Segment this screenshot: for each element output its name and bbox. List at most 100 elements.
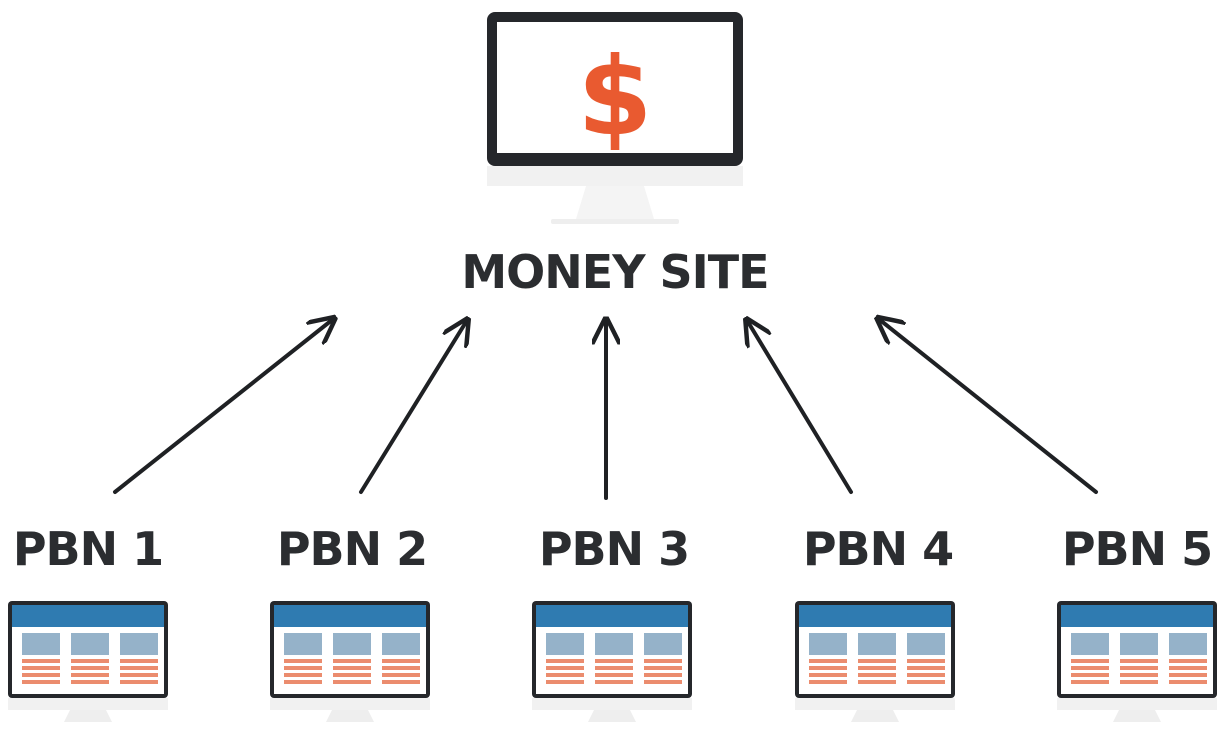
website-monitor-icon <box>8 601 168 722</box>
pbn-site-text-line <box>1169 659 1207 663</box>
pbn-site-image-block <box>333 633 371 655</box>
pbn-monitors <box>8 601 1217 722</box>
dollar-icon: $ <box>577 35 652 160</box>
pbn-site-text-line <box>858 673 896 677</box>
pbn-label-3: PBN 3 <box>539 522 689 576</box>
pbn-label-2: PBN 2 <box>277 522 427 576</box>
pbn-site-text-line <box>595 659 633 663</box>
pbn-site-header <box>536 605 688 627</box>
pbn-site-image-block <box>22 633 60 655</box>
pbn-site-text-line <box>809 680 847 684</box>
pbn-site-text-line <box>382 666 420 670</box>
pbn-site-text-line <box>22 680 60 684</box>
pbn-label-4: PBN 4 <box>803 522 953 576</box>
pbn-monitor-stand <box>851 710 899 722</box>
pbn-site-text-line <box>1169 666 1207 670</box>
pbn-site-text-line <box>809 666 847 670</box>
pbn-site-text-line <box>120 666 158 670</box>
pbn-monitor-chin <box>1057 698 1217 710</box>
pbn-site-text-line <box>907 673 945 677</box>
pbn-site-text-line <box>644 659 682 663</box>
pbn-site-text-line <box>333 673 371 677</box>
arrow-up-icon <box>748 322 853 494</box>
pbn-site-image-block <box>858 633 896 655</box>
pbn-site-image-block <box>809 633 847 655</box>
pbn-site-text-line <box>22 659 60 663</box>
pbn-site-text-line <box>546 666 584 670</box>
pbn-site-text-line <box>644 666 682 670</box>
pbn-monitor-chin <box>8 698 168 710</box>
money-site-label: MONEY SITE <box>461 245 768 299</box>
pbn-site-header <box>12 605 164 627</box>
money-site-monitor-icon: $ <box>487 12 743 224</box>
pbn-site-image-block <box>71 633 109 655</box>
pbn-site-image-block <box>120 633 158 655</box>
pbn-site-text-line <box>71 680 109 684</box>
pbn-label-1: PBN 1 <box>13 522 163 576</box>
pbn-site-text-line <box>907 659 945 663</box>
pbn-site-text-line <box>595 666 633 670</box>
pbn-site-text-line <box>1071 666 1109 670</box>
pbn-monitor-stand <box>64 710 112 722</box>
pbn-site-text-line <box>120 673 158 677</box>
pbn-site-header <box>1061 605 1213 627</box>
pbn-site-text-line <box>907 666 945 670</box>
pbn-site-text-line <box>644 673 682 677</box>
pbn-label-5: PBN 5 <box>1062 522 1212 576</box>
pbn-site-text-line <box>1169 680 1207 684</box>
pbn-site-text-line <box>284 680 322 684</box>
pbn-site-text-line <box>1169 673 1207 677</box>
money-monitor-chin <box>487 166 743 186</box>
pbn-monitor-chin <box>795 698 955 710</box>
pbn-site-text-line <box>382 680 420 684</box>
pbn-site-text-line <box>644 680 682 684</box>
arrow-up-icon <box>359 322 466 494</box>
pbn-site-text-line <box>1120 659 1158 663</box>
pbn-site-text-line <box>284 666 322 670</box>
pbn-site-image-block <box>284 633 322 655</box>
arrows <box>113 320 1098 500</box>
pbn-site-text-line <box>71 666 109 670</box>
pbn-site-text-line <box>120 659 158 663</box>
pbn-site-text-line <box>22 673 60 677</box>
pbn-site-image-block <box>595 633 633 655</box>
pbn-site-text-line <box>333 680 371 684</box>
pbn-site-text-line <box>120 680 158 684</box>
pbn-site-text-line <box>382 659 420 663</box>
pbn-site-text-line <box>71 673 109 677</box>
pbn-site-text-line <box>858 659 896 663</box>
pbn-site-text-line <box>333 659 371 663</box>
money-monitor-neck <box>576 186 654 219</box>
pbn-site-text-line <box>71 659 109 663</box>
pbn-monitor-stand <box>1113 710 1161 722</box>
pbn-site-image-block <box>1071 633 1109 655</box>
pbn-site-image-block <box>382 633 420 655</box>
pbn-site-text-line <box>595 680 633 684</box>
pbn-monitor-stand <box>326 710 374 722</box>
website-monitor-icon <box>1057 601 1217 722</box>
pbn-site-text-line <box>382 673 420 677</box>
pbn-site-image-block <box>546 633 584 655</box>
pbn-site-text-line <box>595 673 633 677</box>
pbn-site-text-line <box>809 659 847 663</box>
pbn-site-text-line <box>858 666 896 670</box>
pbn-site-text-line <box>1071 673 1109 677</box>
pbn-site-text-line <box>22 666 60 670</box>
pbn-site-text-line <box>1071 680 1109 684</box>
pbn-monitor-chin <box>270 698 430 710</box>
pbn-site-image-block <box>1120 633 1158 655</box>
pbn-site-text-line <box>546 659 584 663</box>
pbn-site-text-line <box>284 659 322 663</box>
website-monitor-icon <box>532 601 692 722</box>
pbn-labels: PBN 1 PBN 2 PBN 3 PBN 4 PBN 5 <box>13 522 1213 576</box>
pbn-site-image-block <box>1169 633 1207 655</box>
pbn-site-text-line <box>284 673 322 677</box>
arrow-up-icon <box>113 320 332 494</box>
money-monitor-base <box>551 219 679 224</box>
money-monitor-screen <box>497 22 733 153</box>
arrow-up-icon <box>880 320 1098 494</box>
pbn-site-text-line <box>546 680 584 684</box>
pbn-monitor-stand <box>588 710 636 722</box>
